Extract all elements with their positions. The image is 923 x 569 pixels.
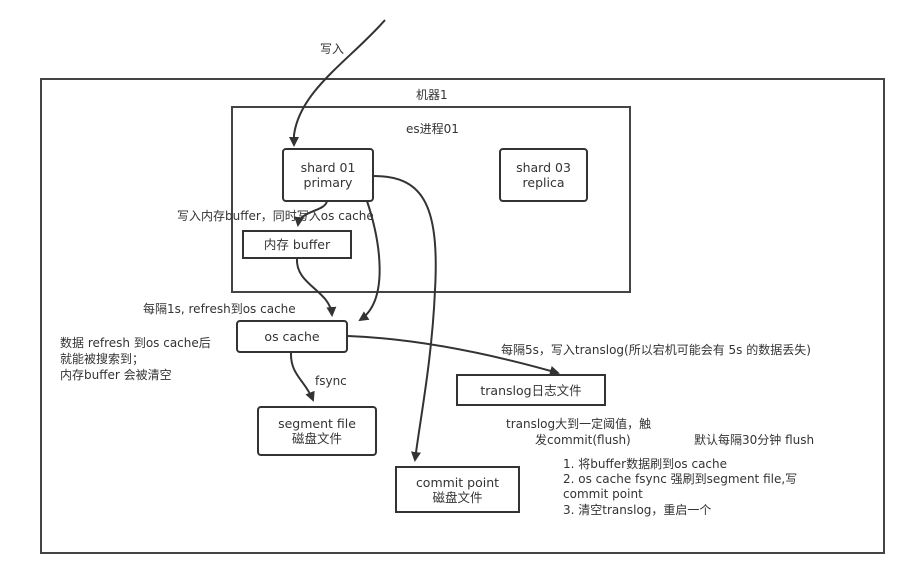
translog-threshold-line-2: 发commit(flush): [535, 433, 631, 447]
segment-file-name: segment file: [278, 416, 356, 431]
refresh-every-1s-annotation: 每隔1s, refresh到os cache: [143, 302, 296, 316]
commit-point-type: 磁盘文件: [432, 489, 483, 505]
fsync-annotation: fsync: [315, 374, 347, 388]
oscache-to-segment-arrow: [289, 351, 315, 402]
shard-01-name: shard 01: [300, 160, 356, 175]
default-flush-annotation: 默认每隔30分钟 flush: [694, 433, 815, 447]
refresh-note-line-3: 内存buffer 会被清空: [60, 368, 172, 382]
buffer-to-oscache-arrow: [295, 257, 337, 317]
shard-to-oscache-arrow: [358, 200, 381, 322]
shard-to-buffer-arrow: [294, 200, 328, 227]
translog-file-label: translog日志文件: [480, 382, 582, 398]
commit-step-2-continued: commit point: [563, 487, 643, 501]
translog-every-5s-annotation: 每隔5s，写入translog(所以宕机可能会有 5s 的数据丢失): [501, 343, 811, 357]
es-process-title: es进程01: [406, 122, 459, 136]
os-cache-node[interactable]: os cache: [236, 320, 348, 353]
memory-buffer-node[interactable]: 内存 buffer: [242, 230, 352, 259]
commit-step-3: 3. 清空translog，重启一个: [563, 503, 712, 517]
translog-file-node[interactable]: translog日志文件: [456, 374, 606, 406]
write-in-label: 写入: [320, 42, 345, 56]
segment-file-type: 磁盘文件: [291, 431, 342, 446]
es-process-frame: [231, 106, 631, 293]
translog-threshold-line-1: translog大到一定阈值，触: [506, 417, 652, 431]
refresh-note-line-1: 数据 refresh 到os cache后: [60, 336, 211, 350]
write-buffer-and-cache-annotation: 写入内存buffer，同时写入os cache: [177, 209, 374, 223]
os-cache-label: os cache: [264, 329, 320, 344]
oscache-to-translog-arrow: [347, 335, 560, 376]
machine-frame: [40, 78, 885, 554]
shard-03-name: shard 03: [516, 160, 571, 175]
shard-03-replica-node[interactable]: shard 03 replica: [499, 148, 588, 202]
shard-01-role: primary: [303, 175, 353, 190]
refresh-note-line-2: 就能被搜索到；: [60, 352, 145, 366]
commit-step-2: 2. os cache fsync 强刷到segment file,写: [563, 472, 798, 486]
shard-03-role: replica: [522, 175, 565, 190]
commit-point-name: commit point: [415, 474, 500, 490]
write-in-arrow: [289, 19, 386, 147]
shard-01-primary-node[interactable]: shard 01 primary: [282, 148, 374, 202]
shard-to-commit-point-arrow: [372, 175, 437, 462]
machine-title: 机器1: [416, 88, 448, 102]
memory-buffer-label: 内存 buffer: [263, 237, 331, 252]
commit-step-1: 1. 将buffer数据刷到os cache: [563, 457, 728, 471]
commit-point-node[interactable]: commit point 磁盘文件: [395, 466, 520, 513]
segment-file-node[interactable]: segment file 磁盘文件: [257, 406, 377, 456]
